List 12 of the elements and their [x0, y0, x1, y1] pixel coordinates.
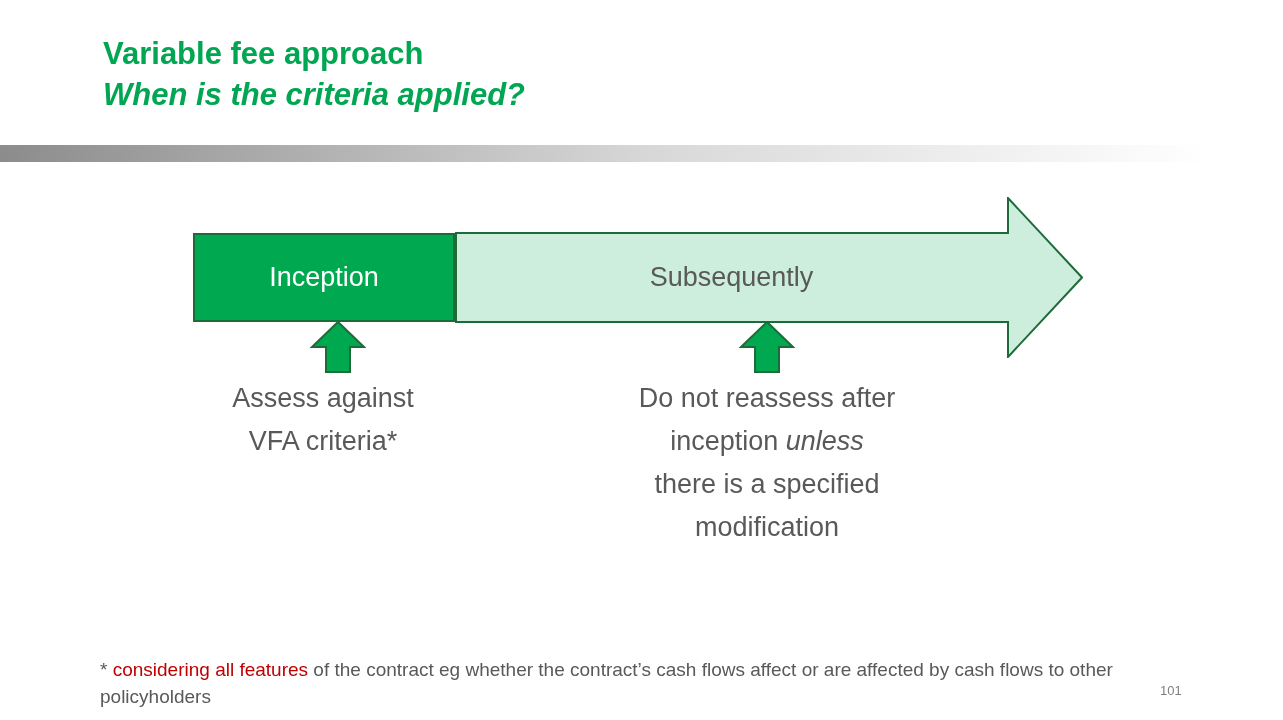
stage-label: Inception — [269, 261, 379, 294]
footnote: *considering all features of the contract eg whether the contract’s cash flows affect or are affected by cash flows to other policyholders — [100, 658, 1114, 709]
stage-label: Subsequently — [648, 261, 815, 294]
note-text: Assess against VFA criteria* — [231, 382, 415, 458]
page-number: 101 — [1160, 683, 1182, 698]
block-arrow — [738, 320, 796, 373]
note-text: Do not reassess after inception unless there is a specified modification — [637, 382, 897, 544]
block-arrow — [309, 320, 367, 373]
slide-title: Variable fee approach — [103, 36, 424, 72]
slide-subtitle: When is the criteria applied? — [103, 77, 526, 113]
timeline-arrow — [455, 197, 1083, 358]
stage-box — [193, 233, 455, 322]
